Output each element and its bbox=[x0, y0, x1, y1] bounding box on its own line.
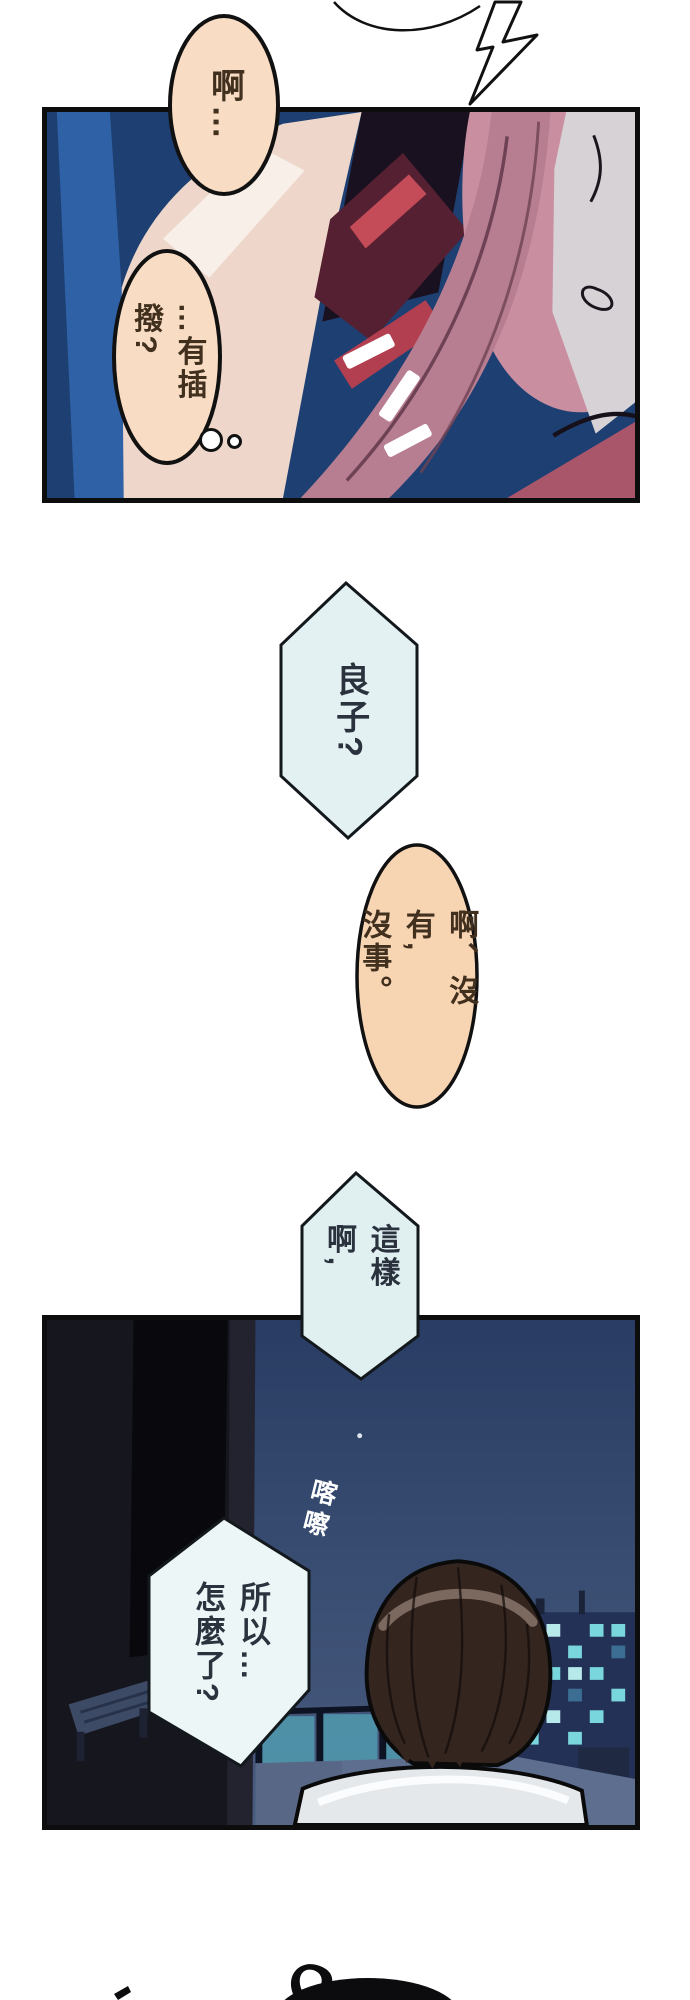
desk-silhouette bbox=[68, 1680, 158, 1762]
bubble-text: 這樣啊, bbox=[322, 1223, 399, 1290]
boy-from-behind bbox=[292, 1559, 589, 1825]
motion-slash-marks bbox=[342, 333, 432, 457]
hexagon-bubble-shape bbox=[279, 580, 419, 841]
oval-bubble-shape bbox=[355, 843, 479, 1109]
speech-bubble-so-what: 所以… 怎麼了? bbox=[144, 1514, 314, 1771]
bubble-text: …有插撥? bbox=[129, 302, 206, 402]
speech-bubble-ah: 啊… bbox=[166, 13, 282, 197]
speech-bubble-no-nothing: 啊、沒有, 沒事。 bbox=[354, 842, 480, 1110]
bubble-text: 良子? bbox=[330, 661, 369, 760]
star-dot bbox=[357, 1433, 363, 1439]
oval-bubble-shape bbox=[168, 14, 280, 196]
hexagon-bubble-shape bbox=[300, 1170, 420, 1381]
hexagon-bubble-shape bbox=[147, 1516, 311, 1768]
speech-bubble-ryoko: 良子? bbox=[276, 579, 422, 842]
thought-trail-dot bbox=[199, 428, 223, 452]
lightning-bolt-icon bbox=[468, 0, 539, 106]
bubble-text: 啊、沒有, 沒事。 bbox=[357, 909, 478, 1008]
thought-trail-dot bbox=[227, 434, 242, 449]
panel-2-artwork bbox=[47, 1320, 635, 1825]
bubble-text: 所以… 怎麼了? bbox=[190, 1580, 270, 1705]
next-panel-hair-peek bbox=[114, 1964, 452, 2000]
bubble-text: 啊… bbox=[205, 68, 244, 142]
panel-2 bbox=[42, 1315, 640, 1830]
oval-bubble-shape bbox=[112, 249, 222, 465]
speech-bubble-i-see: 這樣啊, bbox=[298, 1170, 422, 1383]
thought-bubble-call-waiting: …有插撥? bbox=[110, 248, 224, 466]
motion-curve-line bbox=[333, 1, 481, 32]
